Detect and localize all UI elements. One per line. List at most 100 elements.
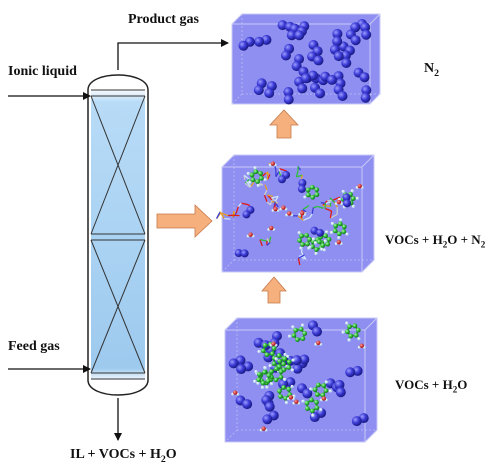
hydrogen-atom [274, 357, 278, 361]
nitrogen-atom [333, 51, 344, 62]
hydrogen-atom [286, 354, 290, 359]
nitrogen-atom [262, 414, 273, 425]
hydrogen-atom [314, 251, 318, 256]
hydrogen-atom [284, 401, 289, 405]
arrow-column-to-box [156, 204, 213, 238]
oxygen-atom [271, 341, 276, 346]
carbon-atom [277, 358, 283, 364]
il-bond [243, 174, 250, 180]
hydrogen-atom [322, 248, 326, 252]
carbon-atom [309, 184, 315, 190]
hydrogen-atom [248, 180, 252, 184]
carbon-atom [337, 221, 343, 227]
carbon-atom [304, 400, 310, 406]
carbon-atom [312, 387, 318, 392]
simulation-box-middle [215, 154, 375, 273]
nitrogen-atom [283, 94, 294, 105]
oxygen-atom [336, 239, 341, 245]
carbon-atom [278, 394, 283, 399]
carbon-atom [309, 408, 315, 414]
hydrogen-atom [355, 196, 359, 200]
carbon-atom [325, 241, 331, 247]
hydrogen-atom [256, 381, 260, 385]
carbon-atom [323, 233, 328, 239]
carbon-atom [286, 359, 292, 365]
hydrogen-atom [287, 334, 292, 338]
hydrogen-atom [347, 338, 351, 342]
carbon-atom [314, 392, 320, 397]
nitrogen-atom [309, 412, 320, 423]
carbon-atom [257, 371, 262, 377]
il-bond [266, 241, 271, 246]
nitrogen-atom [278, 175, 287, 184]
il-bond [317, 205, 324, 209]
il-bond [268, 236, 272, 243]
nitrogen-atom [332, 36, 343, 47]
carbon-atom [271, 361, 277, 367]
carbon-atom [260, 380, 266, 386]
carbon-atom [269, 369, 274, 374]
nitrogen-atom [242, 210, 251, 219]
bottom-outlet-label: IL + VOCs + H2O [70, 447, 177, 465]
il-bond [259, 238, 268, 242]
carbon-atom [314, 247, 319, 252]
hydrogen-atom [301, 399, 305, 403]
il-bond [296, 174, 303, 178]
nitrogen-atom [291, 61, 302, 72]
oxygen-atom [261, 426, 266, 431]
nitrogen-atom [280, 50, 291, 61]
nitrogen-atom [361, 29, 372, 40]
oxygen-atom [316, 340, 321, 346]
nitrogen-atom [360, 92, 371, 103]
hydrogen-atom [291, 325, 295, 329]
il-bond [329, 210, 333, 219]
carbon-atom [347, 324, 352, 329]
nitrogen-atom [292, 363, 303, 374]
carbon-atom [297, 238, 302, 243]
carbon-atom [314, 405, 320, 411]
oxygen-atom [336, 199, 342, 205]
il-bond [237, 202, 242, 208]
nitrogen-atom [326, 74, 337, 85]
hydrogen-atom [357, 337, 361, 341]
carbon-atom [315, 382, 321, 388]
carbon-atom [258, 170, 263, 176]
packed-absorption-column-icon [87, 74, 149, 396]
hydrogen-atom [256, 183, 260, 188]
il-bond [264, 184, 268, 191]
carbon-atom [260, 348, 266, 354]
il-bond [330, 213, 338, 219]
oxygen-atom [357, 183, 362, 189]
hydrogen-atom [290, 368, 294, 372]
carbon-atom [341, 229, 347, 235]
box-front-edges [225, 317, 378, 442]
carbon-atom [304, 232, 309, 238]
hydrogen-atom [323, 239, 327, 243]
il-bond [235, 206, 239, 214]
nitrogen-atom [337, 91, 348, 102]
nitrogen-atom [360, 22, 371, 33]
carbon-atom [253, 169, 259, 175]
hydrogen-atom [324, 380, 328, 384]
carbon-atom [278, 374, 284, 380]
carbon-atom [286, 365, 292, 370]
carbon-atom [316, 239, 322, 245]
nitrogen-atom [340, 50, 351, 61]
carbon-atom [271, 346, 277, 351]
nitrogen-atom [313, 55, 324, 66]
carbon-atom [262, 369, 267, 375]
nitrogen-atom [283, 86, 294, 97]
simulation-box-top [231, 13, 381, 105]
carbon-atom [298, 326, 304, 332]
nitrogen-atom [350, 35, 361, 46]
oxygen-atom [287, 211, 292, 216]
hydrogen-atom [350, 189, 354, 193]
nitrogen-atom [352, 365, 363, 376]
oxygen-atom [300, 210, 305, 216]
carbon-atom [305, 241, 310, 247]
carbon-atom [286, 386, 292, 392]
hydrogen-atom [246, 171, 250, 176]
nitrogen-atom [350, 22, 361, 33]
carbon-atom [321, 383, 327, 388]
carbon-atom [348, 333, 354, 339]
